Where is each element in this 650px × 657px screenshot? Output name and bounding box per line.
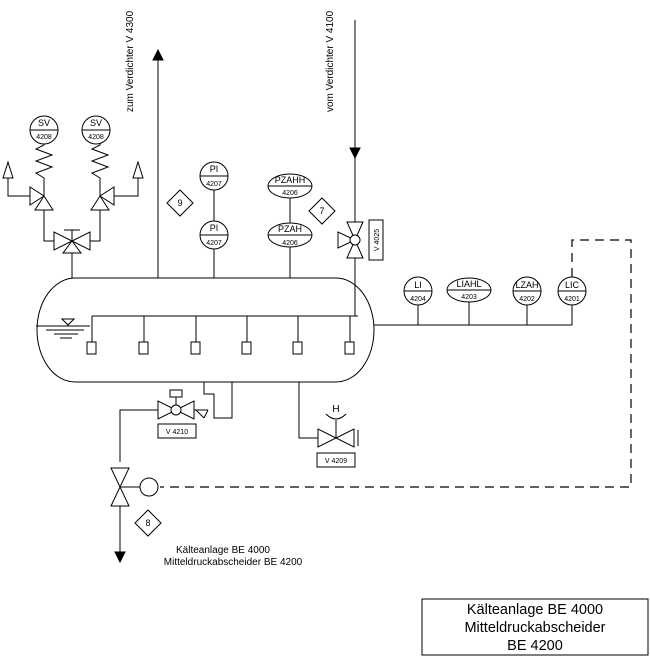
- valve-v4210-tag: V 4210: [166, 429, 188, 436]
- title-line-2: Mitteldruckabscheider: [464, 620, 605, 636]
- valve-v4209-tag-box: [316, 452, 356, 468]
- instrument-pi-4207-lower: PI 4207: [199, 220, 229, 250]
- svg-text:4208: 4208: [88, 134, 104, 141]
- valve-v4209-tag: V 4209: [325, 458, 347, 465]
- svg-text:PI: PI: [210, 164, 219, 174]
- instrument-lzah-4202: LZAH 4202: [512, 276, 542, 306]
- label-from-compressor: vom Verdichter V 4100: [325, 10, 336, 112]
- svg-text:9: 9: [177, 198, 182, 208]
- title-line-1: Kälteanlage BE 4000: [467, 602, 603, 618]
- control-signal-line: [160, 239, 632, 488]
- svg-text:LIC: LIC: [565, 280, 580, 290]
- level-control-valve: [110, 467, 159, 564]
- instrument-sv-4208-left: SV 4208: [29, 115, 59, 145]
- svg-text:4204: 4204: [410, 296, 426, 303]
- svg-text:4203: 4203: [461, 294, 477, 301]
- svg-text:SV: SV: [90, 118, 102, 128]
- svg-text:PZAHH: PZAHH: [275, 175, 306, 185]
- svg-text:LI: LI: [414, 280, 422, 290]
- svg-text:4202: 4202: [519, 296, 535, 303]
- svg-text:4208: 4208: [36, 134, 52, 141]
- svg-text:LZAH: LZAH: [515, 280, 538, 290]
- instrument-li-4204: LI 4204: [403, 276, 433, 306]
- hand-actuator-label: H: [332, 404, 339, 415]
- svg-text:4201: 4201: [564, 296, 580, 303]
- svg-text:SV: SV: [38, 118, 50, 128]
- svg-text:4207: 4207: [206, 240, 222, 247]
- internal-distributor: [86, 315, 358, 355]
- svg-text:PI: PI: [210, 223, 219, 233]
- svg-text:4206: 4206: [282, 240, 298, 247]
- outlet-line-to-compressor: [152, 48, 164, 278]
- safety-valve-assembly: [2, 143, 144, 278]
- inlet-line-from-compressor: [349, 20, 361, 316]
- diamond-7: 7: [308, 197, 336, 225]
- valve-v4025: [337, 221, 364, 259]
- svg-text:4206: 4206: [282, 190, 298, 197]
- valve-v4209: [317, 413, 359, 448]
- instrument-pzahh-4206: PZAHH 4206: [267, 173, 313, 199]
- instrument-pzah-4206: PZAH 4206: [267, 222, 313, 248]
- valve-v4210-tag-box: [157, 423, 197, 439]
- svg-text:PZAH: PZAH: [278, 224, 302, 234]
- diamond-8: 8: [134, 509, 162, 537]
- liquid-level-symbol: [36, 318, 90, 339]
- svg-text:LIAHL: LIAHL: [456, 279, 481, 289]
- instrument-pi-4207-upper: PI 4207: [199, 161, 229, 191]
- valve-v4210: [157, 389, 195, 420]
- diamond-9: 9: [166, 189, 194, 217]
- valve-v4025-tag-box: [368, 219, 384, 261]
- svg-text:7: 7: [319, 206, 324, 216]
- title-box: [421, 598, 649, 656]
- drain-line-v4209: [298, 382, 318, 439]
- separator-vessel: [36, 277, 375, 383]
- svg-text:8: 8: [145, 518, 150, 528]
- caption-line-2: Mitteldruckabscheider BE 4200: [164, 557, 303, 568]
- title-line-3: BE 4200: [507, 638, 563, 654]
- label-to-compressor: zum Verdichter V 4300: [125, 10, 136, 112]
- valve-v4025-tag: V 4025: [374, 229, 381, 251]
- instrument-sv-4208-right: SV 4208: [81, 115, 111, 145]
- instrument-lic-4201: LIC 4201: [557, 276, 587, 306]
- instrument-liahl-4203: LIAHL 4203: [446, 277, 492, 303]
- svg-text:4207: 4207: [206, 181, 222, 188]
- caption-line-1: Kälteanlage BE 4000: [176, 545, 270, 556]
